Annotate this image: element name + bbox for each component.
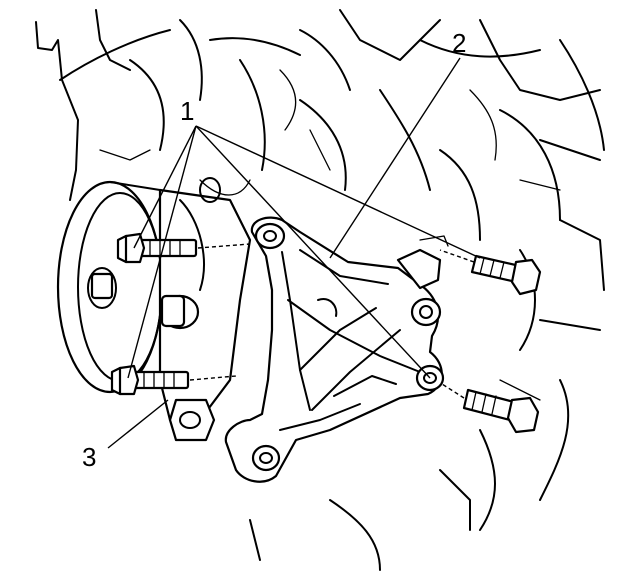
bolt-upper-right <box>439 249 542 296</box>
callout-1: 1 <box>180 96 194 126</box>
engine-block-outline <box>35 9 605 571</box>
pump-housing <box>158 177 252 442</box>
callout-2: 2 <box>452 28 466 58</box>
callout-3: 3 <box>82 442 96 472</box>
bolt-lower-right <box>441 383 540 434</box>
mounting-bracket <box>224 216 449 483</box>
bolt-lower-left <box>110 364 237 396</box>
callout-leaders <box>107 57 481 449</box>
pulley <box>56 180 164 394</box>
